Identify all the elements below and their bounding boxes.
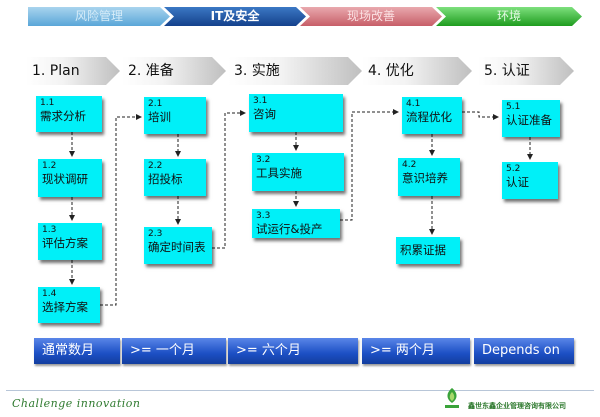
task-label: 咨询: [253, 107, 276, 121]
task-label: 需求分析: [40, 109, 86, 123]
task-box-1-3[interactable]: 1.3 评估方案: [38, 223, 102, 260]
task-box-2-3[interactable]: 2.3 确定时间表: [144, 227, 212, 264]
task-label: 认证: [506, 175, 529, 189]
phase-header-prepare: 2. 准备: [122, 57, 226, 85]
task-number: 1.1: [40, 98, 55, 108]
task-number: 2.2: [148, 161, 163, 171]
phase-header-plan: 1. Plan: [26, 57, 120, 85]
task-box-4-3[interactable]: 积累证据: [396, 237, 460, 264]
task-number: 1.2: [42, 161, 57, 171]
task-number: 3.1: [253, 96, 268, 106]
task-label: 流程优化: [406, 110, 452, 124]
task-box-3-3[interactable]: 3.3 试运行&投产: [252, 209, 340, 238]
task-number: 3.2: [256, 155, 271, 165]
task-number: 4.1: [406, 99, 421, 109]
task-number: 1.3: [42, 225, 57, 235]
task-number: 5.1: [506, 102, 521, 112]
task-label: 认证准备: [506, 113, 552, 127]
task-label: 选择方案: [42, 300, 88, 314]
footer-slogan: Challenge innovation: [12, 397, 141, 410]
tab-environment[interactable]: 环境: [436, 7, 582, 26]
footer-divider: [6, 390, 594, 391]
task-label: 评估方案: [42, 236, 88, 250]
task-label: 确定时间表: [148, 240, 206, 254]
task-box-4-2[interactable]: 4.2 意识培养: [398, 158, 460, 196]
task-box-3-2[interactable]: 3.2 工具实施: [252, 153, 344, 191]
phase-header-implement: 3. 实施: [228, 57, 362, 85]
task-label: 现状调研: [42, 172, 88, 186]
task-number: 5.2: [506, 164, 521, 174]
duration-bar-certify: Depends on: [474, 338, 574, 364]
duration-bar-implement: >= 六个月: [228, 338, 358, 364]
tab-site-improvement[interactable]: 现场改善: [300, 7, 442, 26]
task-label: 招投标: [148, 172, 183, 186]
task-box-1-4[interactable]: 1.4 选择方案: [38, 287, 100, 323]
task-box-1-2[interactable]: 1.2 现状调研: [38, 159, 102, 197]
task-number: 2.3: [148, 229, 163, 239]
tab-it-security[interactable]: IT及安全: [164, 7, 306, 26]
task-label: 意识培养: [402, 171, 448, 185]
company-logo-icon: [445, 388, 459, 408]
duration-bar-prepare: >= 一个月: [122, 338, 226, 364]
phase-header-optimize: 4. 优化: [362, 57, 472, 85]
task-box-5-1[interactable]: 5.1 认证准备: [502, 100, 560, 137]
task-box-3-1[interactable]: 3.1 咨询: [249, 94, 343, 132]
task-box-2-1[interactable]: 2.1 培训: [144, 97, 206, 134]
task-box-5-2[interactable]: 5.2 认证: [502, 162, 558, 199]
task-box-4-1[interactable]: 4.1 流程优化: [402, 97, 462, 134]
task-box-2-2[interactable]: 2.2 招投标: [144, 159, 206, 196]
task-label: 培训: [148, 110, 171, 124]
task-label: 工具实施: [256, 166, 302, 180]
tab-risk-management[interactable]: 风险管理: [28, 7, 170, 26]
duration-bar-plan: 通常数月: [34, 338, 120, 364]
phase-header-certify: 5. 认证: [478, 57, 574, 85]
duration-bar-optimize: >= 两个月: [362, 338, 470, 364]
task-number: 2.1: [148, 99, 163, 109]
task-number: 3.3: [256, 211, 271, 221]
task-label: 积累证据: [400, 243, 446, 257]
task-label: 试运行&投产: [256, 222, 323, 236]
task-number: 4.2: [402, 160, 417, 170]
task-number: 1.4: [42, 289, 57, 299]
company-name: 鑫世东鑫企业管理咨询有限公司: [468, 402, 566, 410]
task-box-1-1[interactable]: 1.1 需求分析: [36, 96, 102, 132]
